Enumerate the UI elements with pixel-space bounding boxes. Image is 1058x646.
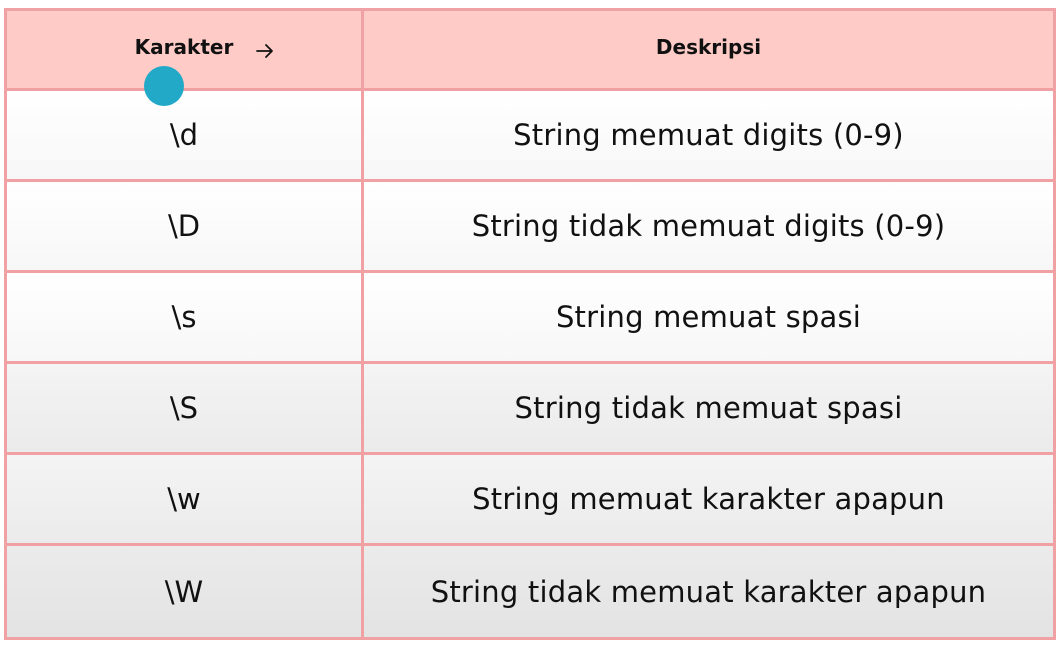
description-cell: String memuat spasi: [364, 273, 1053, 364]
description-cell: String tidak memuat karakter apapun: [364, 546, 1053, 637]
table-grid: Karakter Deskripsi \d String memuat digi…: [7, 11, 1053, 637]
header-character: Karakter: [7, 11, 364, 91]
header-description-label: Deskripsi: [655, 34, 762, 59]
header-description: Deskripsi: [364, 11, 1053, 91]
character-cell: \s: [7, 273, 364, 364]
description-cell: String memuat karakter apapun: [364, 455, 1053, 546]
cursor-dot-icon: [144, 66, 184, 106]
character-cell: \w: [7, 455, 364, 546]
character-cell: \W: [7, 546, 364, 637]
character-cell: \D: [7, 182, 364, 273]
character-cell: \d: [7, 91, 364, 182]
header-character-label: Karakter: [134, 34, 234, 59]
character-cell: \S: [7, 364, 364, 455]
regex-character-table: Karakter Deskripsi \d String memuat digi…: [4, 8, 1056, 640]
arrow-right-icon: [256, 44, 273, 58]
description-cell: String tidak memuat digits (0-9): [364, 182, 1053, 273]
description-cell: String tidak memuat spasi: [364, 364, 1053, 455]
description-cell: String memuat digits (0-9): [364, 91, 1053, 182]
